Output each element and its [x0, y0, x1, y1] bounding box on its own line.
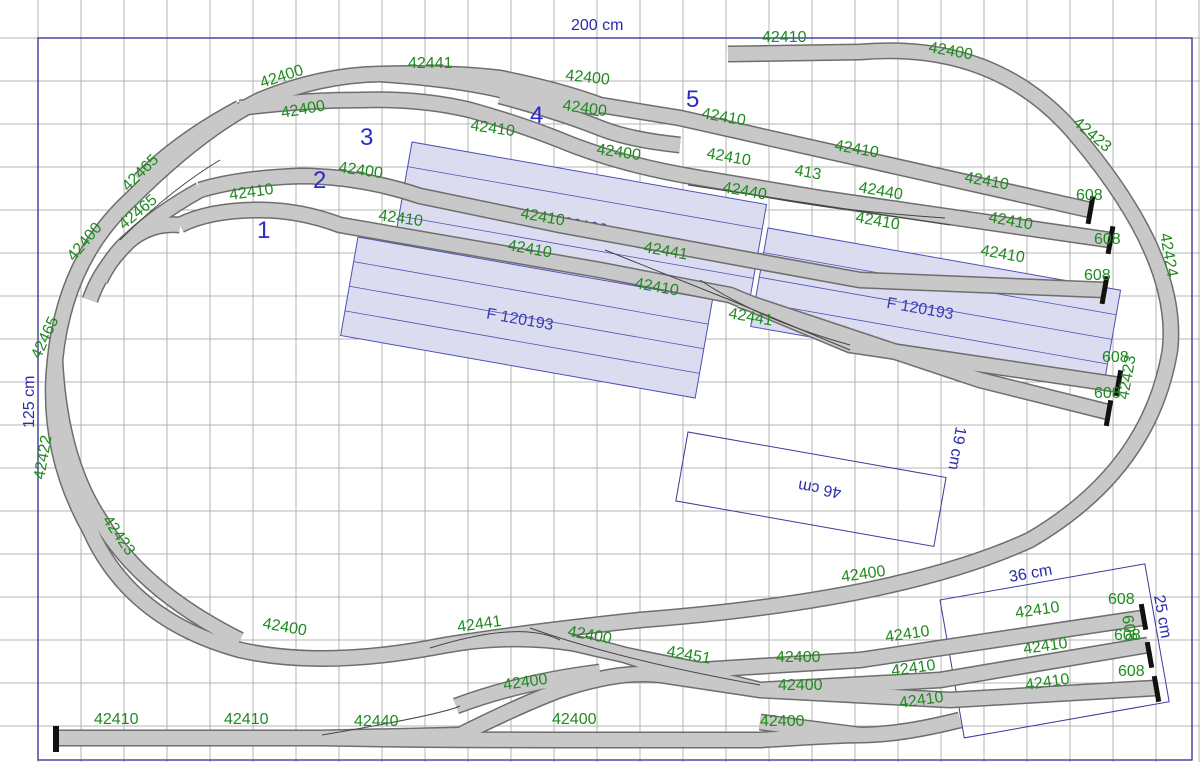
part-label: 42410 — [762, 29, 807, 46]
track-segment-8 — [93, 217, 181, 284]
part-label: 42400 — [840, 563, 887, 586]
part-label: 608 — [1108, 591, 1135, 608]
part-label: 42400 — [565, 67, 611, 89]
track-number-1: 1 — [257, 217, 270, 244]
part-label: 42410 — [94, 711, 139, 728]
track-edge-14 — [56, 665, 762, 747]
bumper-track-4 — [1105, 225, 1116, 255]
track-segment-4 — [197, 168, 1106, 297]
part-label: 42410 — [1024, 671, 1071, 694]
part-label: 42410 — [898, 689, 945, 712]
dimension-box-36x25 — [939, 563, 1170, 739]
part-label: 42410 — [377, 207, 424, 230]
part-label: 42400 — [760, 713, 805, 730]
part-label: 42400 — [337, 159, 384, 182]
bumper-track-2 — [1113, 369, 1124, 397]
platform-lower: F 120193 — [340, 236, 714, 399]
bumper-stops — [53, 195, 1162, 752]
track-number-3: 3 — [360, 124, 373, 151]
part-label: 42410 — [705, 145, 752, 169]
track-number-4: 4 — [530, 102, 543, 129]
part-label: 42400 — [595, 141, 642, 164]
track-fills — [46, 43, 1178, 747]
track-segment-16 — [453, 665, 601, 713]
track-segment-17 — [759, 713, 962, 743]
part-label: 42441 — [408, 55, 453, 72]
part-label: 608 — [1094, 385, 1121, 402]
track-segment-13 — [759, 681, 1157, 708]
track-segment-14 — [56, 667, 762, 745]
bumper-track-3 — [1099, 275, 1110, 305]
part-label: 608 — [1076, 187, 1103, 204]
switch-lines — [119, 159, 951, 736]
dimension-box-46x19 — [675, 431, 947, 548]
bumper-bottom-left — [53, 726, 59, 752]
track-segment-10 — [48, 359, 244, 647]
part-label: 42441 — [456, 613, 503, 636]
track-number-5: 5 — [686, 86, 699, 113]
track-numbers: 1 2 3 4 5 — [257, 86, 699, 244]
track-segment-6 — [737, 293, 1110, 419]
box-b-width: 25 cm — [1150, 594, 1174, 640]
width-dimension: 200 cm — [571, 17, 623, 34]
part-label: 608 — [1118, 614, 1139, 643]
part-label: 42440 — [354, 713, 399, 730]
track-segment-15 — [319, 728, 861, 747]
bumper-bottom-1 — [1138, 603, 1149, 631]
part-label: 42400 — [561, 97, 608, 120]
part-label: 608 — [1084, 267, 1111, 284]
bumper-bottom-3 — [1151, 675, 1162, 703]
part-label: 42410 — [1014, 599, 1061, 622]
part-label: 42410 — [979, 242, 1026, 266]
part-label: 42410 — [1022, 635, 1069, 658]
box-b-length: 36 cm — [1008, 562, 1054, 586]
box-a-width: 19 cm — [944, 425, 968, 471]
part-label: 608 — [1102, 349, 1129, 366]
part-label: 42400 — [776, 649, 821, 666]
part-label: 42400 — [502, 671, 549, 694]
layout-frame — [37, 37, 1193, 761]
part-label: 413 — [793, 162, 822, 183]
part-label: 42422 — [31, 434, 55, 481]
part-label: 608 — [1094, 231, 1121, 248]
box-a-length: 46 cm — [797, 476, 843, 500]
platform-right: F 120193 — [750, 227, 1122, 390]
bumper-track-1 — [1103, 399, 1114, 427]
height-dimension: 125 cm — [21, 376, 38, 428]
part-label: 42400 — [261, 615, 308, 639]
part-label: 42410 — [469, 117, 516, 140]
part-label: 608 — [1118, 663, 1145, 680]
part-label: 42410 — [228, 181, 275, 204]
track-segment-9 — [135, 101, 244, 185]
part-label: 608 — [1114, 627, 1141, 644]
part-label: 42400 — [778, 677, 823, 694]
track-segment-3 — [498, 89, 681, 152]
track-segment-2 — [239, 92, 1112, 247]
part-label: 42410 — [890, 657, 937, 680]
track-segment-0 — [46, 43, 1178, 666]
part-label: 42400 — [552, 711, 597, 728]
bumper-track-5 — [1085, 195, 1096, 225]
part-label: 42410 — [884, 623, 931, 646]
bumper-bottom-2 — [1144, 641, 1155, 669]
track-segment-12 — [558, 611, 1144, 678]
track-number-2: 2 — [313, 167, 326, 194]
part-label: 42410 — [224, 711, 269, 728]
track-segment-5 — [176, 202, 1122, 392]
